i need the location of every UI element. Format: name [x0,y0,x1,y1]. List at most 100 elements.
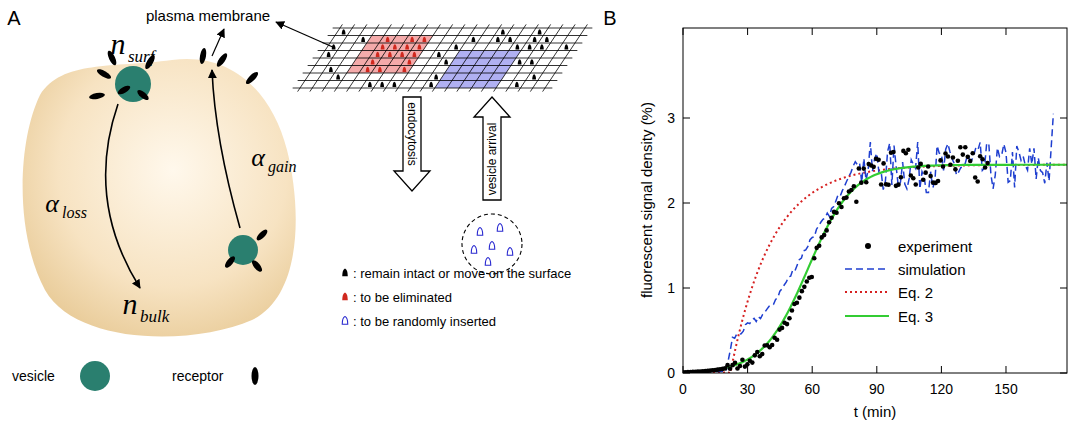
axis-tick [1060,118,1067,119]
drawn-path [342,317,348,325]
legend-text: : to be randomly inserted [353,315,496,328]
arriving-receptor [477,228,483,236]
loss-arrow [106,104,140,288]
subscript: bulk [140,308,169,325]
experiment-point [968,159,973,164]
axis-tick [683,288,690,289]
axis-title: t (min) [854,404,897,419]
grid-line [322,24,367,91]
surface-receptor [518,59,522,64]
drawn-ellipse [223,255,237,270]
arriving-receptor [471,246,477,254]
grid-line [445,24,490,91]
surface-receptor [368,82,372,87]
experiment-point [953,167,958,172]
surface-receptor [496,37,500,42]
surface-receptor [386,37,390,42]
experiment-point [913,182,918,187]
experiment-point [938,158,943,163]
experiment-point [844,195,849,200]
axis-tick [876,28,877,35]
experiment-point [956,158,961,163]
cell-body [23,59,296,337]
experiment-point [809,275,814,280]
drawn-circle [80,361,110,391]
eq2-curve [683,165,1067,373]
legend-text: receptor [172,369,223,383]
grid-line [457,24,502,91]
experiment-point [961,152,966,157]
drawn-ellipse [136,88,151,102]
surface-receptor [516,44,520,49]
surface-receptor [472,37,476,42]
surface-receptor [329,67,333,72]
legend-sample [845,292,889,293]
arriving-receptor [489,242,495,250]
surface-receptor [378,67,382,72]
legend-sample [342,293,348,301]
surface-receptor [454,44,458,49]
surface-receptor [413,52,417,57]
experiment-point [951,155,956,160]
tick-label: 90 [869,382,885,396]
grid-line [518,24,563,91]
experiment-point [970,151,975,156]
drawn-ellipse [89,92,106,101]
vesicle-top [115,66,151,102]
surface-receptor [533,37,537,42]
experiment-point [812,256,817,261]
experiment-point [958,145,963,150]
drawn-ellipse [250,259,264,274]
arrow-polygon [474,97,510,200]
grid-line [432,24,477,91]
receptors [89,48,269,274]
rate-symbol: α [45,191,59,217]
arrow-shape: vesicle arrival [472,97,512,200]
experiment-point [946,154,951,159]
tick-label: 0 [667,366,675,380]
surface-receptor [381,44,385,49]
experiment-point [876,157,881,162]
panel-letter: A [7,8,20,28]
axis-tick [1060,288,1067,289]
experiment-point [770,343,775,348]
surface-receptor [393,44,397,49]
subscript: gain [268,159,296,175]
experiment-point [857,166,862,171]
rate-symbol: α [251,145,265,171]
subscript: loss [62,205,87,221]
arriving-receptor [485,258,491,266]
experiment-point [864,180,869,185]
grid-line [543,24,588,91]
grid-line [359,24,404,91]
experiment-point [891,150,896,155]
drawn-g [683,28,1067,373]
axis-tick [812,366,813,373]
axis-tick [747,28,748,35]
tick-label: 150 [994,382,1017,396]
grid-line [383,24,428,91]
legend-text: vesicle [12,369,55,383]
surface-receptor [501,29,505,34]
surface-receptor [342,29,346,34]
experiment-point [827,220,832,225]
grid-line [481,24,526,91]
legend-sample [80,361,110,391]
experiment-point [928,174,933,179]
surface-receptor [408,59,412,64]
arriving-receptor [507,248,513,256]
axis-title: fluorescent signal density (%) [639,102,654,298]
legend-sample [845,316,889,317]
axis-tick [1005,28,1006,35]
experiment-point [911,176,916,181]
surface-receptor [366,67,370,72]
experiment-point [973,175,978,180]
experiment-point [802,285,807,290]
surface-receptor [437,52,441,57]
experiment-point [948,162,953,167]
leader-arrow [212,29,224,56]
experiment-point [775,337,780,342]
legend-sample [252,367,259,385]
surface-receptor [429,82,433,87]
